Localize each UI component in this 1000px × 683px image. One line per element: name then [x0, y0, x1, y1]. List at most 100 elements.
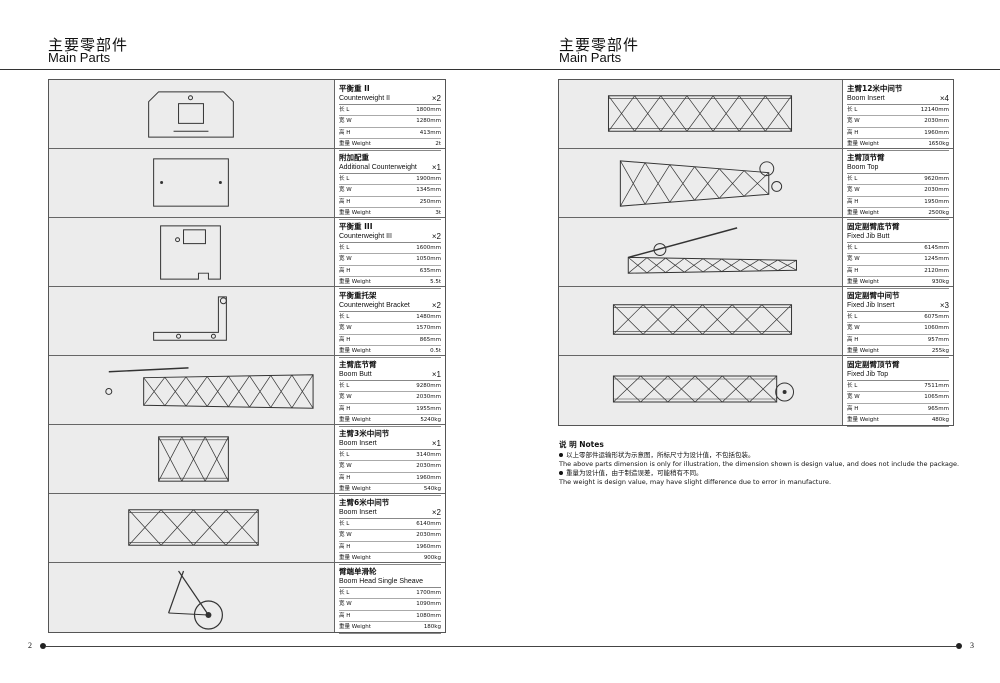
spec-label: 宽 W: [847, 325, 860, 332]
spec-label: 重量 Weight: [847, 279, 879, 286]
part-name-en-row: Boom Insert ×2: [339, 508, 441, 519]
part-illustration: [559, 287, 843, 355]
part-quantity: ×4: [939, 94, 949, 103]
part-drawing: [153, 158, 229, 207]
spec-row: 重量 Weight 5.5t: [339, 277, 441, 289]
spec-value: 2030mm: [924, 187, 949, 194]
spec-label: 长 L: [847, 314, 858, 320]
spec-value: 1955mm: [416, 405, 441, 412]
spec-row: 重量 Weight 255kg: [847, 346, 949, 358]
spec-value: 1090mm: [416, 601, 441, 608]
spec-row: 高 H 1950mm: [847, 197, 949, 209]
spec-value: 2t: [435, 141, 441, 148]
part-row: 平衡重 III Counterweight III ×2 长 L 1600mm …: [49, 218, 445, 289]
part-drawing: [607, 95, 793, 132]
spec-row: 长 L 1600mm: [339, 243, 441, 255]
spec-value: 1960mm: [416, 543, 441, 550]
header-divider: [0, 69, 500, 70]
part-name-en: Fixed Jib Insert: [847, 302, 895, 309]
spec-value: 1900mm: [416, 176, 441, 182]
part-row: 主臂6米中间节 Boom Insert ×2 长 L 6140mm 宽 W 20…: [49, 494, 445, 565]
part-drawing: [168, 570, 223, 630]
spec-value: 2500kg: [928, 210, 949, 217]
spec-label: 宽 W: [847, 394, 860, 401]
part-name-cn: 平衡重 III: [339, 222, 373, 231]
spec-row: 高 H 635mm: [339, 266, 441, 278]
spec-label: 宽 W: [339, 463, 352, 470]
part-name-en-row: Counterweight Bracket ×2: [339, 301, 441, 312]
spec-label: 宽 W: [339, 394, 352, 401]
page-title-cn: 主要零部件: [559, 36, 640, 54]
part-drawing: [612, 375, 795, 403]
spec-row: 重量 Weight 2t: [339, 139, 441, 151]
part-spec: 主臂12米中间节 Boom Insert ×4 长 L 12140mm 宽 W …: [843, 80, 953, 151]
page-number: 3: [970, 641, 974, 650]
spec-label: 重量 Weight: [847, 210, 879, 217]
spec-value: 1065mm: [924, 394, 949, 401]
part-name-cn: 固定副臂顶节臂: [847, 360, 900, 369]
part-name-en: Counterweight III: [339, 233, 392, 240]
spec-value: 7511mm: [924, 383, 949, 389]
note-item: 重量为设计值，由于制造误差，可能稍有不同。: [559, 469, 979, 478]
notes-section: 说 明 Notes 以上零部件运输形状为示意图，所标尺寸为设计值，不包括包装。 …: [559, 440, 979, 487]
spec-value: 2030mm: [416, 463, 441, 470]
spec-value: 1950mm: [924, 198, 949, 205]
part-quantity: ×2: [431, 301, 441, 310]
part-row: 固定副臂顶节臂 Fixed Jib Top 长 L 7511mm 宽 W 106…: [559, 356, 953, 427]
part-row: 主臂顶节臂 Boom Top 长 L 9620mm 宽 W 2030mm: [559, 149, 953, 220]
part-name-en-row: Additional Counterweight ×1: [339, 163, 441, 174]
spec-value: 255kg: [931, 348, 949, 355]
spec-value: 930kg: [931, 279, 949, 286]
part-name-en-row: Boom Butt ×1: [339, 370, 441, 381]
part-row: 主臂3米中间节 Boom Insert ×1 长 L 3140mm 宽 W 20…: [49, 425, 445, 496]
spec-label: 宽 W: [339, 325, 352, 332]
spec-value: 865mm: [419, 336, 441, 343]
spec-value: 1245mm: [924, 256, 949, 263]
spec-value: 1650kg: [928, 141, 949, 148]
spec-row: 高 H 1960mm: [339, 473, 441, 485]
part-drawing: [627, 227, 797, 274]
parts-table-left: 平衡重 II Counterweight II ×2 长 L 1800mm 宽 …: [48, 79, 446, 634]
spec-value: 413mm: [419, 129, 441, 136]
part-name-cn: 主臂3米中间节: [339, 429, 390, 438]
spec-value: 1600mm: [416, 245, 441, 251]
footer-dot: [956, 643, 962, 649]
spec-label: 长 L: [339, 314, 350, 320]
spec-label: 长 L: [847, 107, 858, 113]
part-spec: 平衡重 II Counterweight II ×2 长 L 1800mm 宽 …: [335, 80, 445, 151]
spec-row: 长 L 1900mm: [339, 174, 441, 186]
spec-label: 宽 W: [847, 187, 860, 194]
spec-row: 高 H 1960mm: [339, 542, 441, 554]
page-title-en: Main Parts: [48, 50, 111, 65]
spec-label: 长 L: [847, 245, 858, 251]
spec-value: 1960mm: [416, 474, 441, 481]
spec-value: 6145mm: [924, 245, 949, 251]
spec-row: 重量 Weight 1650kg: [847, 139, 949, 151]
spec-value: 9280mm: [416, 383, 441, 389]
part-quantity: ×1: [431, 163, 441, 172]
part-illustration: [559, 80, 843, 148]
spec-label: 长 L: [339, 452, 350, 458]
note-item: The weight is design value, may have sli…: [559, 478, 979, 487]
spec-label: 长 L: [847, 176, 858, 182]
part-row: 臂端单滑轮 Boom Head Single Sheave 长 L 1700mm…: [49, 563, 445, 634]
spec-value: 0.5t: [430, 348, 441, 355]
part-spec: 臂端单滑轮 Boom Head Single Sheave 长 L 1700mm…: [335, 563, 445, 634]
spec-label: 宽 W: [339, 532, 352, 539]
spec-value: 6075mm: [924, 314, 949, 320]
part-spec: 主臂3米中间节 Boom Insert ×1 长 L 3140mm 宽 W 20…: [335, 425, 445, 496]
part-name-en-row: Counterweight III ×2: [339, 232, 441, 243]
spec-label: 重量 Weight: [339, 279, 371, 286]
part-name-cn: 主臂顶节臂: [847, 153, 885, 162]
spec-row: 宽 W 1065mm: [847, 392, 949, 404]
header-divider: [500, 69, 1000, 70]
spec-value: 900kg: [423, 555, 441, 562]
spec-row: 长 L 6075mm: [847, 312, 949, 324]
part-spec: 平衡重 III Counterweight III ×2 长 L 1600mm …: [335, 218, 445, 289]
part-name-en-row: Boom Head Single Sheave: [339, 577, 441, 588]
spec-label: 重量 Weight: [847, 348, 879, 355]
spec-row: 宽 W 2030mm: [847, 116, 949, 128]
bullet-icon: [559, 453, 563, 457]
spec-value: 1050mm: [416, 256, 441, 263]
part-row: 平衡重托架 Counterweight Bracket ×2 长 L 1480m…: [49, 287, 445, 358]
